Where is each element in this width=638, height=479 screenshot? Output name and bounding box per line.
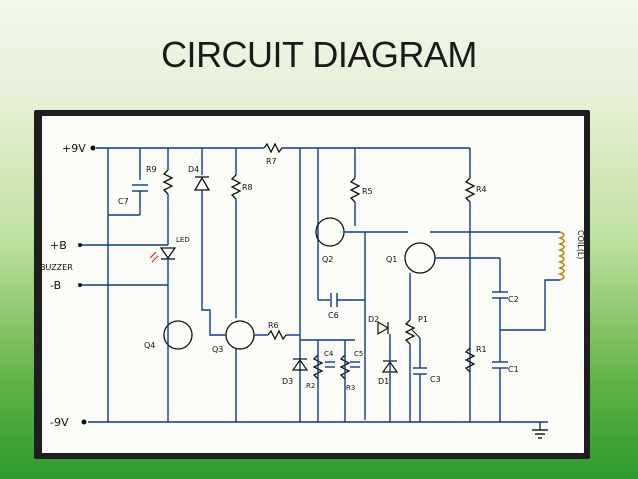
led-light-ray [149,251,157,259]
label-r8: R8 [242,183,253,192]
label-coil: COIL(L) [576,230,585,259]
transistor-q2 [315,217,345,247]
transistor-q4 [163,320,193,350]
label-c6: C6 [328,311,339,320]
label-c2: C2 [508,295,519,304]
wire-coil-bottom [500,279,560,331]
diode-d2 [377,320,390,336]
resistor-r7 [263,142,284,154]
label-q3: Q3 [212,345,223,354]
label-d4: D4 [188,165,199,174]
label-d3: D3 [282,377,293,386]
label-r4: R4 [476,185,487,194]
potentiometer-wiper [411,329,421,339]
potentiometer-p1 [404,319,416,345]
resistor-r1 [464,347,476,373]
diode-d3 [291,358,309,371]
terminal-plusB [78,243,82,247]
label-d1: D1 [378,377,389,386]
slide-title: CIRCUIT DIAGRAM [161,34,477,75]
label-q4: Q4 [144,341,155,350]
label-plusB: +B [50,239,67,252]
led-light-ray-2 [151,255,159,263]
led-diode [159,247,177,260]
label-minusB: -B [50,279,61,292]
label-r3: R3 [346,384,355,392]
label-r7: R7 [266,157,277,166]
label-c5: C5 [354,350,363,358]
label-c4: C4 [324,350,334,358]
resistor-r3 [339,354,351,380]
label-led: LED [176,236,190,244]
resistor-r5 [349,177,361,203]
label-r9: R9 [146,165,157,174]
label-r5: R5 [362,187,373,196]
terminal-minusB [78,283,82,287]
resistor-r2 [312,354,324,380]
label-r6: R6 [268,321,279,330]
resistor-r9 [162,169,174,195]
transistor-q1 [404,242,436,274]
resistor-r6 [267,329,287,341]
transistor-q3 [225,320,255,350]
terminal-plus9v [90,145,96,151]
label-c1: C1 [508,365,519,374]
terminal-minus9v [81,419,87,425]
label-plus9v: +9V [62,142,86,155]
label-q2: Q2 [322,255,333,264]
label-p1: P1 [418,315,428,324]
label-buzzer: BUZZER [40,263,73,272]
wire-q4-q3 [201,300,226,336]
coil-inductor [557,231,565,281]
diode-d4 [193,176,211,191]
label-c7: C7 [118,197,129,206]
label-q1: Q1 [386,255,397,264]
label-d2: D2 [368,315,379,324]
resistor-r8 [230,174,242,200]
label-r1: R1 [476,345,487,354]
label-c3: C3 [430,375,441,384]
resistor-r4 [464,177,476,203]
label-r2: R2 [306,382,315,390]
label-minus9v: -9V [50,416,69,429]
